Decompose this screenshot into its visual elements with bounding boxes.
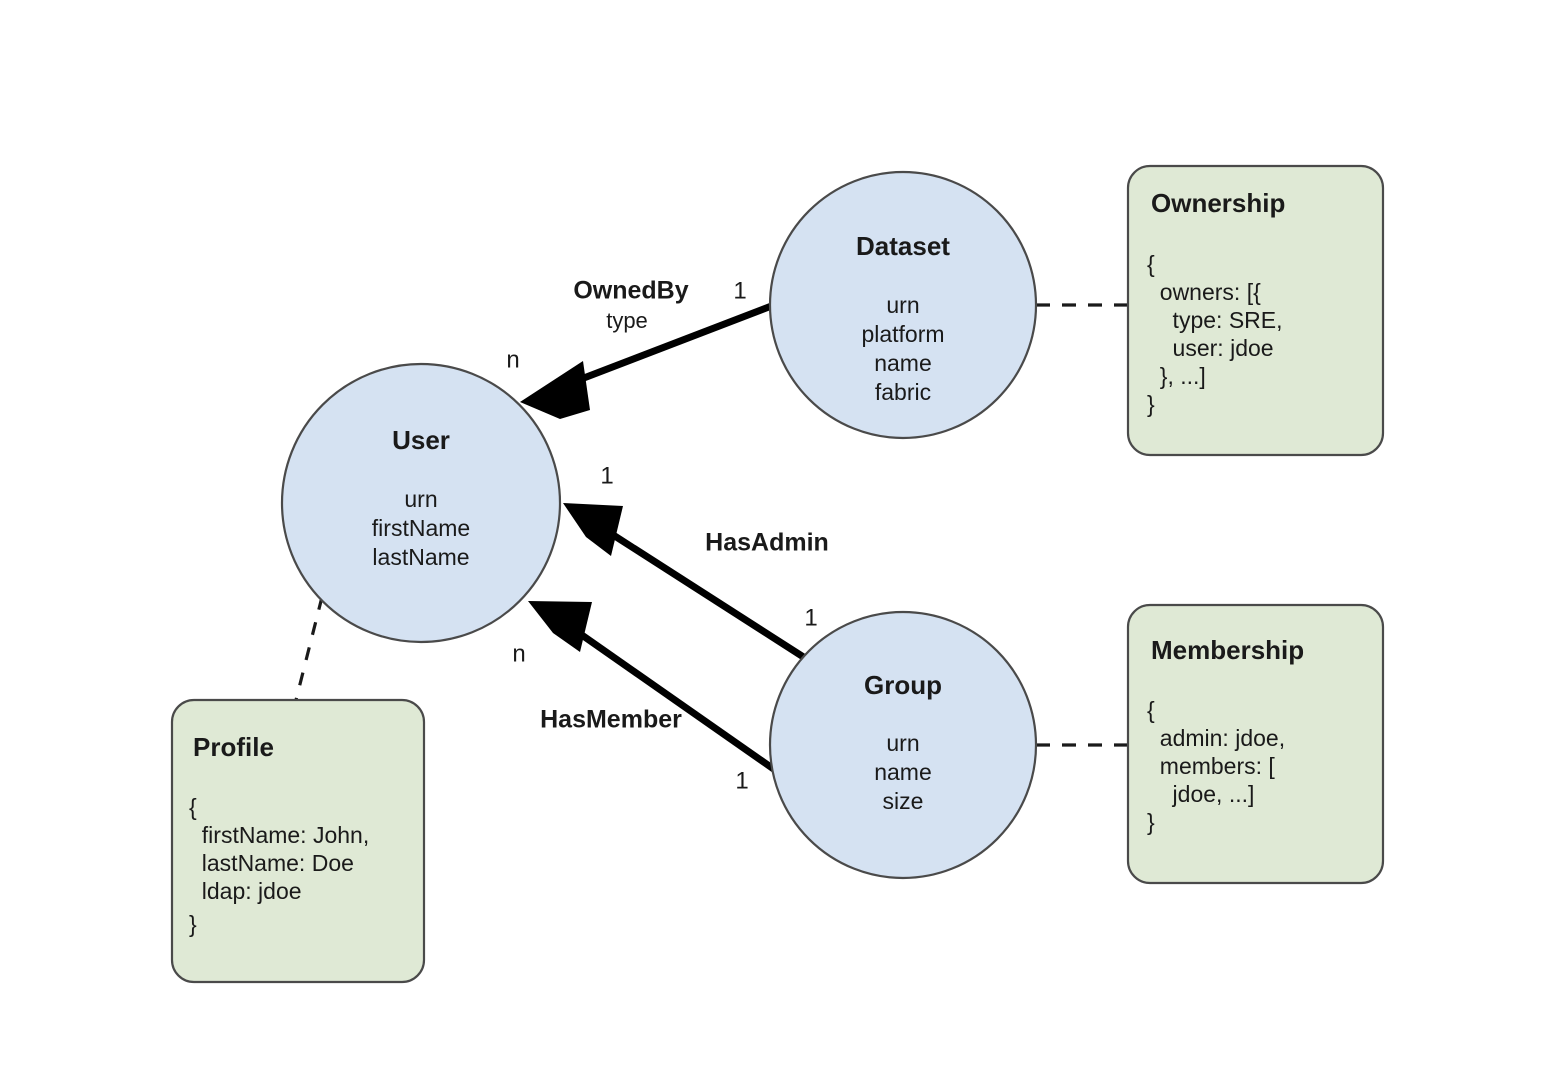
label-hasadmin: HasAdmin [705,529,829,557]
membership-line-1: admin: jdoe, [1147,725,1285,751]
sublabel-ownedby-type: type [606,308,648,333]
label-ownedby: OwnedBy [573,277,688,305]
ownership-line-5: } [1147,391,1155,417]
membership-line-2: members: [ [1147,753,1275,779]
group-attr-0: urn [886,730,919,756]
ownership-line-0: { [1147,251,1155,277]
dataset-attr-3: fabric [875,379,931,405]
edge-ownedby[interactable] [520,301,776,419]
entity-dataset[interactable]: Dataset urn platform name fabric [768,170,1038,440]
profile-line-3: ldap: jdoe [189,878,302,904]
dataset-attr-0: urn [886,292,919,318]
ownership-title: Ownership [1151,188,1285,218]
user-circle-shape [280,362,562,644]
membership-title: Membership [1151,635,1304,665]
dataset-attr-1: platform [861,321,944,347]
ownership-box-shape [1126,164,1385,457]
ownership-line-4: }, ...] [1147,363,1206,389]
group-attr-1: name [874,759,932,785]
user-attr-2: lastName [372,544,469,570]
cardinality-hasmember-to: n [512,640,525,667]
cardinality-hasadmin-to: 1 [600,462,613,489]
aspect-box-ownership[interactable]: Ownership { owners: [{ type: SRE, user: … [1126,164,1385,457]
group-circle-shape [768,610,1038,880]
aspect-box-membership[interactable]: Membership { admin: jdoe, members: [ jdo… [1126,603,1385,885]
label-hasmember: HasMember [540,706,682,734]
relationship-labels: OwnedBy type HasAdmin HasMember [540,277,829,734]
arrow-head-hasmember [528,601,592,652]
aspect-box-profile[interactable]: Profile { firstName: John, lastName: Doe… [170,698,426,984]
cardinality-markers: 1 n 1 1 n 1 [506,277,817,794]
ownership-line-1: owners: [{ [1147,279,1261,305]
group-title: Group [864,670,942,700]
group-attr-2: size [883,788,924,814]
dataset-title: Dataset [856,231,950,261]
profile-line-2: lastName: Doe [189,850,354,876]
membership-box-shape [1126,603,1385,885]
profile-box-shape [170,698,426,984]
profile-title: Profile [193,732,274,762]
membership-line-0: { [1147,697,1155,723]
profile-line-0: { [189,794,197,820]
user-attr-0: urn [404,486,437,512]
ownership-line-3: user: jdoe [1147,335,1274,361]
arrow-head-hasadmin [563,503,623,556]
user-attr-1: firstName [372,515,470,541]
connector-user-profile [294,596,324,701]
profile-line-4: } [189,911,197,937]
membership-line-3: jdoe, ...] [1147,781,1254,807]
edge-hasmember[interactable] [528,601,778,773]
entity-user[interactable]: User urn firstName lastName [280,362,562,644]
user-title: User [392,425,450,455]
cardinality-hasmember-from: 1 [735,767,748,794]
dataset-circle-shape [768,170,1038,440]
dataset-attr-2: name [874,350,932,376]
cardinality-hasadmin-from: 1 [804,604,817,631]
arrow-head-ownedby [520,361,590,419]
entity-group[interactable]: Group urn name size [768,610,1038,880]
cardinality-ownedby-from: 1 [733,277,746,304]
profile-line-1: firstName: John, [189,822,369,848]
membership-line-4: } [1147,809,1155,835]
cardinality-ownedby-to: n [506,346,519,373]
edge-hasadmin[interactable] [563,503,807,661]
ownership-line-2: type: SRE, [1147,307,1283,333]
relationship-edges [520,301,807,773]
aspect-connectors [294,303,1128,747]
